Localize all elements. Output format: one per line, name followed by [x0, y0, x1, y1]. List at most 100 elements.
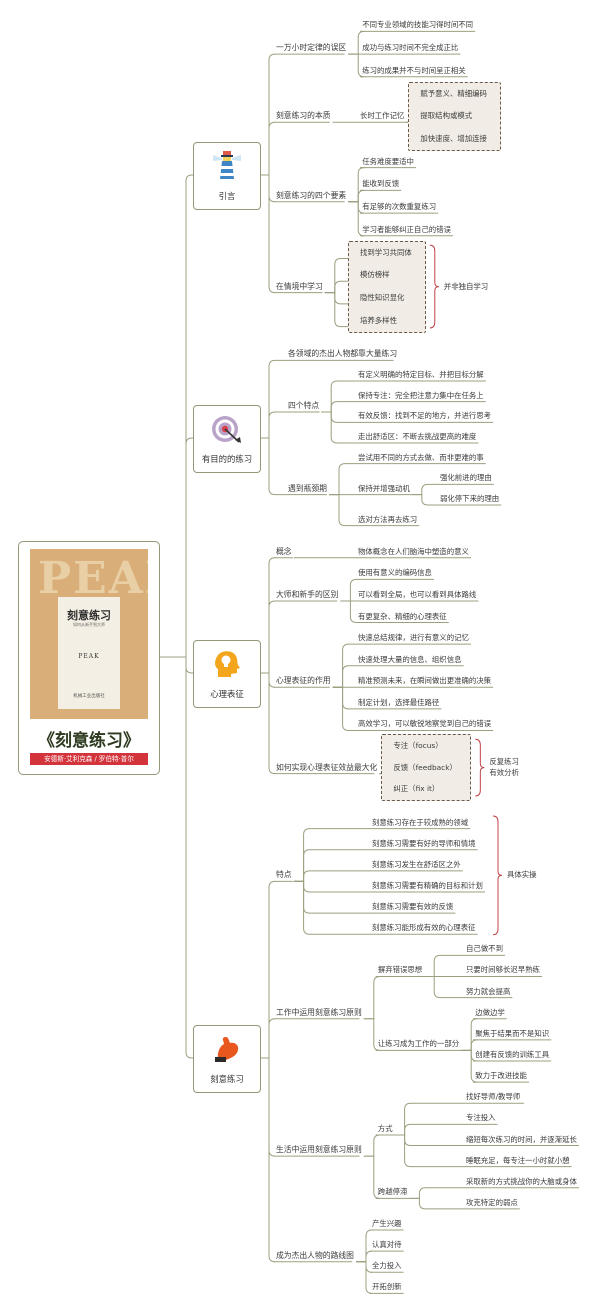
topic-node[interactable]: 纠正（fix it）	[393, 784, 440, 794]
topic-node[interactable]: 长时工作记忆	[360, 111, 405, 121]
topic-node[interactable]: 刻意练习需要有好的导师和情境	[372, 838, 476, 848]
connector	[259, 672, 276, 775]
topic-node[interactable]: 让练习成为工作的一部分	[377, 1039, 460, 1049]
topic-node[interactable]: 隐性知识显化	[360, 292, 405, 302]
connector	[409, 1187, 464, 1199]
topic-node[interactable]: 刻意练习存在于较成熟的领域	[372, 817, 469, 827]
topic-node[interactable]: 能收到反馈	[362, 179, 400, 189]
topic-node[interactable]: 开拓创新	[372, 1282, 402, 1292]
topic-node[interactable]: 练习的成果并不与时间呈正相关	[362, 65, 466, 75]
topic-node[interactable]: 弱化停下来的理由	[440, 494, 500, 503]
chapter-card[interactable]: 刻意练习	[193, 1025, 261, 1093]
topic-node[interactable]: 如何实现心理表征效益最大化	[276, 762, 378, 772]
topic-node[interactable]: 提取结构或模式	[420, 111, 473, 121]
topic-node[interactable]: 成功与练习时间不完全成正比	[362, 43, 459, 53]
topic-node[interactable]: 一万小时定律的误区	[276, 43, 347, 53]
topic-node[interactable]: 找好导师/教导师	[466, 1092, 521, 1102]
topic-node[interactable]: 努力就会提高	[466, 986, 511, 996]
topic-node[interactable]: 培养多样性	[360, 315, 397, 325]
topic-node[interactable]: 刻意练习需要有精确的目标和计划	[372, 880, 483, 890]
topic-node[interactable]: 使用有意义的编码信息	[358, 568, 432, 578]
connector	[324, 292, 358, 328]
topic-node[interactable]: 成为杰出人物的路线图	[276, 1250, 354, 1260]
topic-node[interactable]: 刻意练习的四个要素	[276, 190, 347, 200]
topic-node[interactable]: 产生兴趣	[372, 1219, 402, 1229]
highlight-box	[408, 81, 501, 151]
topic-node[interactable]: 四个特点	[288, 401, 320, 410]
topic-node[interactable]: 强化前进的理由	[440, 473, 492, 483]
topic-node[interactable]: 学习者能够纠正自己的错误	[362, 224, 451, 234]
topic-node[interactable]: 有足够的次数重复练习	[362, 202, 437, 212]
topic-node[interactable]: 专注投入	[466, 1113, 496, 1123]
topic-node[interactable]: 刻意练习发生在舒适区之外	[372, 859, 461, 869]
topic-node[interactable]: 刻意练习能形成有效的心理表征	[372, 923, 476, 933]
topic-node[interactable]: 尝试用不同的方式去做、而非更难的事	[358, 452, 484, 462]
topic-node[interactable]: 致力于改进技能	[475, 1071, 527, 1081]
topic-node[interactable]: 专注（focus）	[393, 741, 443, 751]
topic-node[interactable]: 刻意练习需要有效的反馈	[372, 902, 454, 912]
topic-node[interactable]: 心理表征的作用	[276, 676, 331, 686]
topic-node[interactable]: 赋予意义、精细编码	[420, 88, 487, 98]
connector	[356, 1261, 373, 1294]
topic-node[interactable]: 刻意练习的本质	[276, 111, 331, 121]
topic-node[interactable]: 保持并增强动机	[358, 483, 410, 493]
book-card[interactable]: PEAK 刻意练习 如何从新手到大师 PEAK 机械工业出版社 《刻意练习》 安…	[18, 541, 160, 775]
chapter-card[interactable]: 心理表征	[193, 640, 261, 708]
topic-node[interactable]: 可以看到全局，也可以看到具体路线	[358, 589, 477, 599]
connector	[329, 494, 356, 527]
topic-node[interactable]: 聚焦于结果而不是知识	[475, 1028, 550, 1038]
topic-node[interactable]: 模仿榜样	[360, 270, 390, 280]
connector	[411, 483, 438, 496]
topic-node[interactable]: 创建有反馈的训练工具	[475, 1050, 550, 1059]
topic-node[interactable]: 缩短每次练习的时间，并逐渐延长	[466, 1134, 577, 1144]
connector	[259, 1018, 276, 1059]
topic-node[interactable]: 制定计划，选择最佳路径	[358, 697, 440, 707]
connector	[321, 411, 356, 444]
topic-node[interactable]: 精准预测未来，在瞬间做出更准确的决策	[358, 676, 492, 686]
topic-node[interactable]: 自己做不到	[466, 944, 503, 954]
topic-node[interactable]: 有更复杂、精细的心理表征	[358, 611, 447, 621]
topic-node[interactable]: 找到学习共同体	[360, 247, 412, 257]
topic-node[interactable]: 走出舒适区：不断去挑战更高的难度	[358, 432, 477, 441]
topic-node[interactable]: 加快速度、增加连接	[420, 133, 487, 143]
topic-node[interactable]: 攻克特定的弱点	[466, 1197, 518, 1207]
topic-node[interactable]: 全力投入	[372, 1261, 402, 1271]
topic-node[interactable]: 方式	[377, 1123, 393, 1133]
topic-node[interactable]: 高效学习，可以敏锐地察觉到自己的错误	[358, 719, 492, 729]
topic-node[interactable]: 概念	[276, 546, 292, 556]
topic-node[interactable]: 各领域的杰出人物都靠大量练习	[288, 349, 398, 359]
topic-node[interactable]: 大师和新手的区别	[276, 589, 339, 599]
topic-node[interactable]: 跨越停滞	[377, 1187, 408, 1197]
chapter-card[interactable]: 有目的的练习	[193, 405, 261, 473]
connector	[321, 411, 356, 423]
topic-node[interactable]: 反馈（feedback）	[393, 762, 457, 772]
topic-node[interactable]: 生活中运用刻意练习原则	[276, 1145, 362, 1155]
topic-node[interactable]: 工作中运用刻意练习原则	[276, 1007, 362, 1017]
topic-node[interactable]: 认真对待	[372, 1240, 402, 1250]
topic-node[interactable]: 任务难度要适中	[362, 156, 414, 166]
topic-node[interactable]: 采取新的方式挑战你的大脑或身体	[466, 1176, 577, 1186]
topic-node[interactable]: 睡眠充足，每专注一小时就小憩	[466, 1155, 570, 1165]
summary-bracket	[475, 738, 485, 797]
topic-node[interactable]: 物体概念在人们脑海中塑造的意义	[358, 546, 469, 556]
topic-node[interactable]: 遇到瓶颈期	[288, 483, 327, 493]
topic-node[interactable]: 不同专业领域的技能习得时间不同	[362, 20, 474, 30]
topic-node[interactable]: 边做边学	[475, 1007, 505, 1017]
topic-node[interactable]: 摒弃错误思想	[377, 965, 423, 975]
topic-node[interactable]: 快速处理大量的信息、组织信息	[358, 654, 462, 664]
chapter-card[interactable]: 引言	[193, 142, 261, 210]
topic-node[interactable]: 选对方法再去练习	[358, 514, 418, 524]
topic-node[interactable]: 有定义明确的特定目标、并把目标分解	[358, 370, 484, 379]
connector	[394, 1102, 464, 1136]
connector	[332, 686, 356, 710]
connector	[394, 1123, 464, 1136]
topic-node[interactable]: 保持专注：完全把注意力集中在任务上	[358, 390, 484, 400]
topic-node[interactable]: 有效反馈：找到不足的地方，并进行思考	[358, 411, 492, 421]
topic-node[interactable]: 只要时间够长迟早熟练	[466, 965, 540, 975]
topic-node[interactable]: 在情境中学习	[276, 281, 323, 291]
topic-node[interactable]: 快速总结规律，进行有意义的记忆	[358, 633, 469, 643]
topic-node[interactable]: 特点	[276, 870, 292, 880]
connector	[324, 280, 358, 294]
connector	[324, 258, 358, 294]
